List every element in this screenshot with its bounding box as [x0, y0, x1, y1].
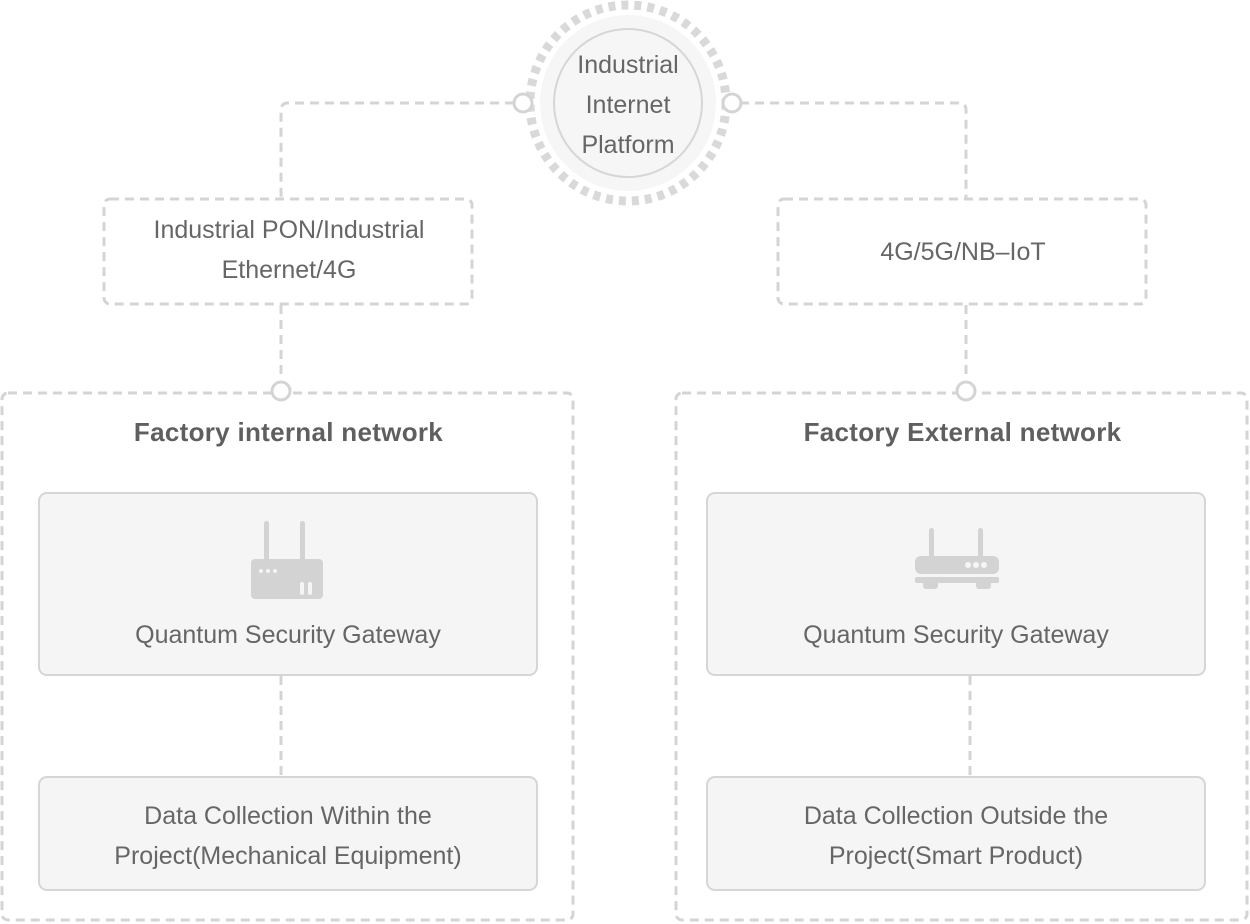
internal-source-label-line: Project(Mechanical Equipment) [114, 842, 462, 870]
external-source-label-line: Data Collection Outside the [803, 802, 1109, 830]
connector-center-to-right-link [740, 101, 968, 198]
external-gateway-card: Quantum Security Gateway [706, 492, 1206, 676]
internal-source-label: Data Collection Within the Project(Mecha… [40, 796, 536, 876]
left-link-frame [102, 197, 474, 306]
node-center-right [721, 92, 743, 114]
right-link-frame [776, 197, 1148, 306]
router-icon-horizontal [915, 528, 999, 589]
internal-gateway-label: Quantum Security Gateway [135, 621, 441, 649]
left-link-label: Industrial PON/Industrial Ethernet/4G [104, 210, 474, 290]
external-gateway-label: Quantum Security Gateway [803, 621, 1109, 649]
internal-network-title: Factory internal network [133, 417, 444, 447]
internal-network-frame [0, 391, 575, 922]
internal-source-label-line: Data Collection Within the [144, 802, 432, 830]
platform-label-line: Platform [581, 131, 675, 159]
platform-label-line: Industrial [577, 51, 679, 79]
node-internal-network [270, 380, 292, 402]
external-network-title: Factory External network [803, 417, 1122, 447]
platform-label-line: Internet [585, 91, 671, 119]
node-external-network [955, 380, 977, 402]
left-link-label-line: Ethernet/4G [221, 256, 357, 284]
right-link-label-line: 4G/5G/NB–IoT [880, 238, 1046, 266]
left-link-label-line: Industrial PON/Industrial [153, 216, 425, 244]
platform-label: Industrial Internet Platform [555, 45, 701, 165]
platform-ring [525, 0, 731, 206]
external-source-label: Data Collection Outside the Project(Smar… [708, 796, 1204, 876]
router-icon-vertical [251, 521, 323, 599]
external-source-label-line: Project(Smart Product) [828, 842, 1084, 870]
external-network-frame [674, 391, 1249, 922]
internal-gateway-card: Quantum Security Gateway [38, 492, 538, 676]
node-center-left [512, 92, 534, 114]
external-source-card: Data Collection Outside the Project(Smar… [706, 776, 1206, 891]
right-link-label: 4G/5G/NB–IoT [778, 232, 1148, 272]
connector-center-to-left-link [279, 101, 514, 198]
internal-source-card: Data Collection Within the Project(Mecha… [38, 776, 538, 891]
